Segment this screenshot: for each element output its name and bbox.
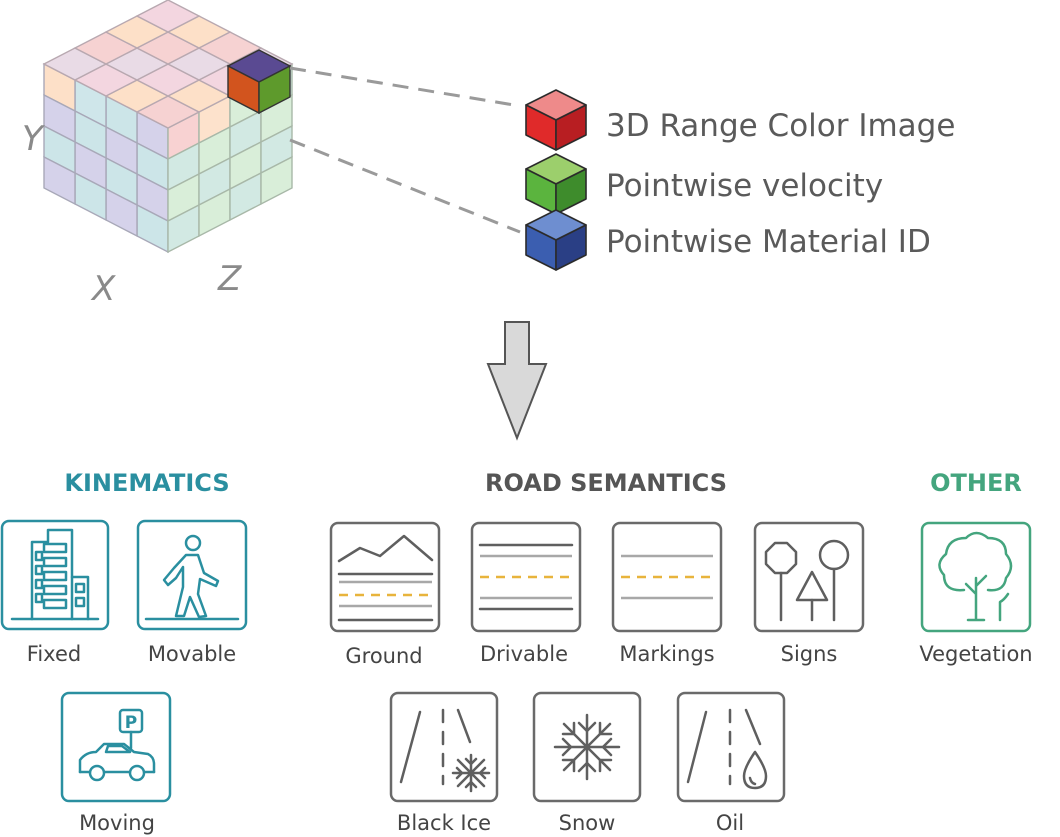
highlight-voxel-right xyxy=(258,64,291,115)
green-cube-icon-right-face xyxy=(555,168,587,215)
label-oil: Oil xyxy=(716,811,744,835)
axis-y-label: Y xyxy=(22,119,45,159)
voxel-right xyxy=(260,155,293,206)
voxel-top xyxy=(135,0,201,33)
connector-bottom xyxy=(289,138,521,234)
axis-x-label: X xyxy=(90,269,116,309)
label-fixed: Fixed xyxy=(27,642,81,666)
label-moving: Moving xyxy=(79,811,155,835)
voxel-left xyxy=(43,155,76,206)
blue-cube-icon-right-face xyxy=(555,224,587,271)
red-cube-icon-right-face xyxy=(555,104,587,151)
label-ground: Ground xyxy=(345,644,422,668)
road-snowflake-icon xyxy=(389,691,499,803)
heading-road-semantics: ROAD SEMANTICS xyxy=(485,469,727,497)
car-parking-icon: P xyxy=(60,691,172,803)
snowflake-icon xyxy=(532,691,642,803)
label-vegetation: Vegetation xyxy=(919,642,1032,666)
axis-z-label: Z xyxy=(217,259,242,299)
parking-glyph: P xyxy=(125,713,137,733)
connector-top xyxy=(289,66,521,108)
pedestrian-icon xyxy=(136,519,248,631)
heading-other: OTHER xyxy=(930,469,1022,497)
traffic-signs-icon xyxy=(753,521,865,633)
road-lanes-icon xyxy=(470,521,582,633)
building-icon xyxy=(0,519,110,631)
label-black-ice: Black Ice xyxy=(397,811,491,835)
mountain-road-icon xyxy=(329,521,441,633)
channel-label-material-id: Pointwise Material ID xyxy=(606,224,931,260)
channel-cube-stack xyxy=(525,89,587,271)
road-drop-icon xyxy=(676,691,786,803)
label-snow: Snow xyxy=(559,811,616,835)
voxel-cube xyxy=(42,0,294,254)
label-signs: Signs xyxy=(781,642,838,666)
label-movable: Movable xyxy=(148,642,236,666)
channel-label-velocity: Pointwise velocity xyxy=(606,168,883,204)
channel-label-range-color: 3D Range Color Image xyxy=(606,108,955,144)
heading-kinematics: KINEMATICS xyxy=(64,469,229,497)
tree-icon xyxy=(920,521,1032,633)
label-markings: Markings xyxy=(619,642,714,666)
lane-markings-icon xyxy=(611,521,723,633)
label-drivable: Drivable xyxy=(480,642,568,666)
down-arrow-icon xyxy=(486,321,548,441)
